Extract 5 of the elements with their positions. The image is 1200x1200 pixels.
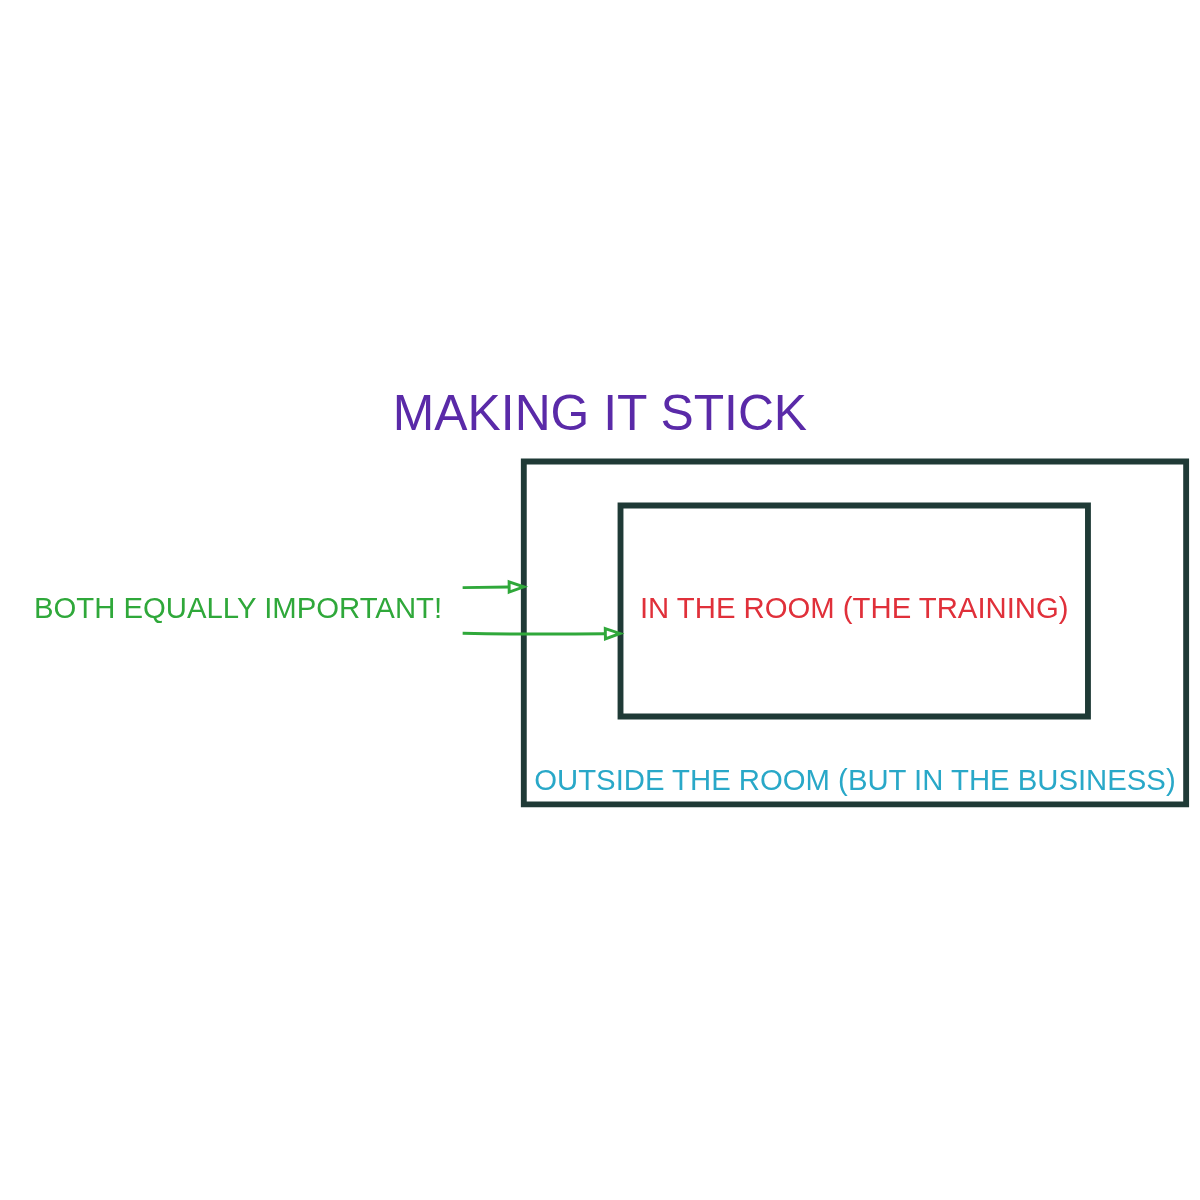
arrow: [462, 626, 625, 641]
arrow: [462, 579, 529, 595]
diagram-title: MAKING IT STICK: [392, 384, 808, 441]
node-text: BOTH EQUALLY IMPORTANT!: [34, 591, 443, 625]
node-box: IN THE ROOM (THE TRAINING): [617, 502, 1091, 720]
